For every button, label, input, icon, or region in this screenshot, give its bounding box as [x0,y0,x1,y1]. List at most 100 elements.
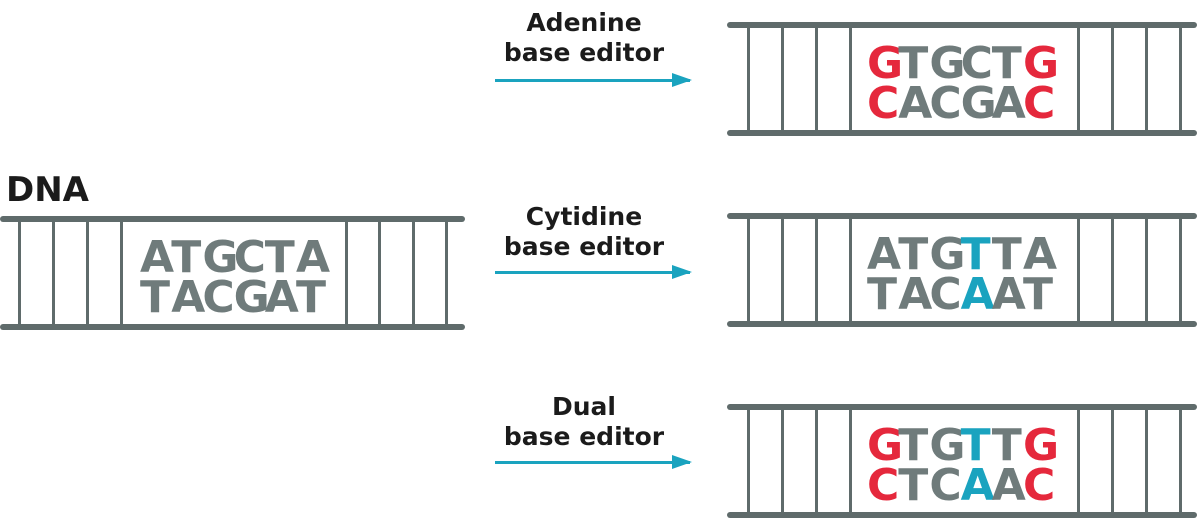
cytidine-editor-label: Cytidine base editor [474,202,694,262]
base-pair-rung [86,222,89,324]
base-letter: A [991,269,1026,320]
backbone-rail-bottom [727,321,1197,327]
base-pair-rung [815,28,818,130]
base-pair-rung [1179,28,1182,130]
base-letter: A [171,272,206,323]
dna-title: DNA [6,170,89,210]
base-pair-rung [1145,28,1148,130]
base-pair-rung [781,219,784,321]
base-letter: C [929,269,962,320]
base-pair-rung [1179,219,1182,321]
adenine-editor-label-line1: Adenine [526,8,642,37]
base-pair-rung [781,410,784,512]
base-letter: A [960,460,995,511]
base-letter: T [991,38,1022,89]
base-letter: T [898,229,929,280]
base-letter: A [140,232,175,283]
base-pair-rung [445,222,448,324]
base-letter: G [960,78,997,129]
base-pair-rung [849,410,852,512]
base-letter: T [898,460,929,511]
base-pair-rung [1077,219,1080,321]
cytidine-editor-label-line1: Cytidine [525,202,643,231]
base-pair-rung [1111,219,1114,321]
base-letter: C [1022,78,1056,129]
backbone-rail-bottom [727,130,1197,136]
base-letter: T [140,272,171,323]
base-letter: A [264,272,299,323]
base-letter: T [991,229,1022,280]
base-letter: T [960,229,991,280]
base-pair-rung [1077,410,1080,512]
base-pair-rung [345,222,348,324]
base-pair-rung [378,222,381,324]
base-letter: C [233,232,266,283]
base-pair-rung [815,219,818,321]
base-letter: A [1022,229,1057,280]
base-letter: A [960,269,995,320]
dual-editor-label-line2: base editor [503,422,665,451]
base-pair-rung [1145,410,1148,512]
base-letter: T [898,38,929,89]
base-letter: C [202,272,235,323]
adenine-editor-arrow [495,73,692,87]
backbone-rail-bottom [0,324,465,330]
base-letter: C [867,460,900,511]
base-letter: A [991,460,1026,511]
dual-editor-label-line1: Dual [552,392,616,421]
base-pair-rung [781,28,784,130]
base-letter: A [898,269,933,320]
base-pair-rung [747,410,750,512]
base-letter: T [171,232,202,283]
backbone-rail-top [0,216,465,222]
base-pair-rung [849,219,852,321]
base-pair-rung [1111,28,1114,130]
base-letter: T [264,232,295,283]
backbone-rail-top [727,404,1197,410]
base-letter: C [960,38,993,89]
base-letter: A [295,232,330,283]
base-letter: A [991,78,1026,129]
cytidine-editor-label-line2: base editor [503,232,665,261]
cytidine-editor-arrow [495,265,692,279]
base-letter: G [233,272,270,323]
base-letter: A [898,78,933,129]
base-letter: T [295,272,326,323]
backbone-rail-bottom [727,512,1197,518]
dual-editor-arrow [495,455,692,469]
base-letter: T [1022,269,1053,320]
base-letter: T [960,420,991,471]
base-pair-rung [18,222,21,324]
dual-editor-label: Dual base editor [474,392,694,452]
adenine-editor-label-line2: base editor [503,38,665,67]
adenine-editor-label: Adenine base editor [474,8,694,68]
base-pair-rung [1111,410,1114,512]
backbone-rail-top [727,22,1197,28]
base-letter: C [1022,460,1056,511]
base-pair-rung [52,222,55,324]
base-letter: T [867,269,898,320]
base-pair-rung [1077,28,1080,130]
base-letter: C [867,78,900,129]
base-letter: C [929,78,962,129]
base-letter: T [898,420,929,471]
base-letter: T [991,420,1022,471]
base-pair-rung [747,219,750,321]
base-pair-rung [1145,219,1148,321]
base-pair-rung [120,222,123,324]
base-pair-rung [815,410,818,512]
base-letter: A [867,229,902,280]
base-pair-rung [1179,410,1182,512]
base-pair-rung [747,28,750,130]
base-letter: C [929,460,962,511]
base-pair-rung [412,222,415,324]
